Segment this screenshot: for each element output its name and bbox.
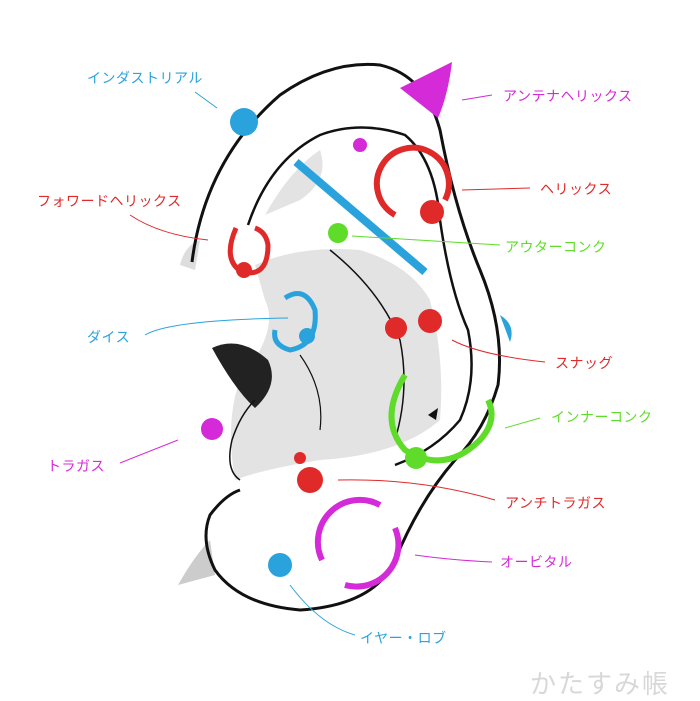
label-tragus: トラガス (47, 459, 105, 475)
inner-conch-back (428, 408, 438, 420)
helix-ball (420, 200, 444, 224)
outer-conch-stud (328, 223, 348, 243)
lobe-shading (178, 540, 215, 585)
orbital-ring (314, 496, 402, 590)
label-industrial: インダストリアル (87, 71, 203, 87)
outer-helix-outline (190, 62, 501, 612)
label-helix: ヘリックス (540, 182, 613, 198)
tragus-line (229, 399, 256, 481)
inner-conch-leader (504, 417, 541, 429)
label-orbital: オービタル (500, 555, 573, 571)
ear-lobe-leader (289, 584, 356, 636)
concha-line (299, 354, 322, 431)
daith-ball (299, 328, 315, 344)
industrial-bar (293, 158, 428, 276)
snug-back (418, 309, 442, 333)
ear-canal (212, 343, 272, 408)
antenna-leader (461, 94, 493, 101)
daith-leader (144, 317, 289, 336)
label-snug: スナッグ (555, 356, 613, 372)
rim-shading (180, 240, 200, 270)
anti-tragus-stud (297, 467, 323, 493)
orbital-leader (414, 554, 493, 563)
rim-stud (500, 315, 512, 342)
label-outer-conch: アウターコンク (505, 240, 607, 256)
tragus-leader (119, 439, 179, 464)
industrial-leader (194, 91, 218, 109)
label-inner-conch: インナーコンク (551, 410, 653, 426)
snug-leader (451, 339, 546, 363)
label-forward-helix: フォワードヘリックス (37, 194, 182, 210)
label-daith: ダイス (87, 330, 131, 346)
forward-helix-ring (227, 225, 271, 276)
forward-helix-ball (236, 262, 252, 278)
label-ear-lobe: イヤー・ロブ (360, 631, 447, 647)
helix-leader (461, 187, 531, 191)
inner-conch-ball (405, 447, 427, 469)
label-antenna-helix: アンテナヘリックス (503, 89, 633, 105)
outer-conch-leader (351, 235, 501, 246)
industrial-ball (230, 108, 258, 136)
upper-shading (265, 150, 323, 215)
watermark: かたすみ帳 (530, 670, 671, 700)
anti-tragus-leader (337, 479, 496, 501)
ear-lobe-stud (268, 553, 292, 577)
inner-conch-ring (388, 373, 495, 464)
antihelix-line (329, 249, 405, 441)
snug-front (385, 317, 407, 339)
helix-ring (373, 144, 452, 218)
concha-shading (231, 249, 442, 480)
forward-helix-leader (129, 214, 209, 241)
antenna-helix-spike (400, 62, 452, 118)
antenna-helix-back (353, 138, 367, 152)
label-anti-tragus: アンチトラガス (505, 496, 606, 512)
anti-tragus-back (294, 452, 306, 464)
tragus-stud (201, 418, 223, 440)
